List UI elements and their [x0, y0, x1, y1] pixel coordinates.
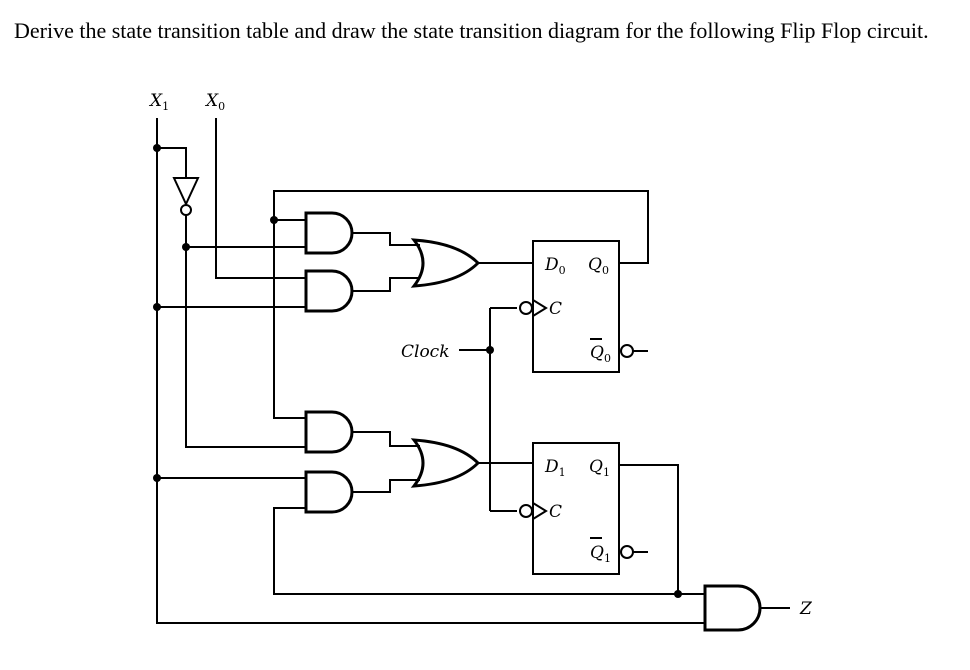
flip-flop-0: D0 Q0 C Q0	[519, 240, 648, 373]
and-gate-1	[304, 211, 354, 255]
output-and-gate	[703, 584, 762, 632]
input-label-x1: X1	[148, 91, 169, 113]
ff1-q-label: Q1	[589, 457, 610, 479]
and-gate-4	[304, 470, 354, 514]
junction-dots	[153, 144, 682, 598]
and-gate-2	[304, 269, 354, 313]
z-output-label: Z	[799, 599, 813, 619]
input-label-x0: X0	[204, 91, 225, 113]
q1-feedback-wire	[273, 464, 705, 595]
ff0-d-label: D0	[544, 255, 566, 277]
clock-wire	[459, 307, 517, 512]
ff0-c-label: C	[549, 299, 562, 319]
q0-feedback-wire	[273, 190, 649, 419]
x1-input-wire	[156, 118, 705, 624]
question-text: Derive the state transition table and dr…	[14, 18, 929, 43]
ff1-qbar-label: Q1	[590, 543, 611, 565]
clock-label: Clock	[401, 342, 450, 362]
or-gate-bottom	[410, 438, 481, 488]
and-or-wires	[352, 232, 420, 493]
ff1-d-label: D1	[544, 457, 566, 479]
and-gate-3	[304, 410, 354, 454]
flip-flop-1: D1 Q1 C Q1	[519, 442, 648, 575]
x0-input-wire	[215, 118, 306, 279]
ff0-q-label: Q0	[588, 255, 609, 277]
not-gate	[172, 177, 200, 216]
or-gate-top	[410, 238, 481, 288]
not-x1-wire	[185, 215, 306, 448]
ff1-c-label: C	[549, 502, 562, 522]
ff0-qbar-label: Q0	[590, 343, 611, 365]
